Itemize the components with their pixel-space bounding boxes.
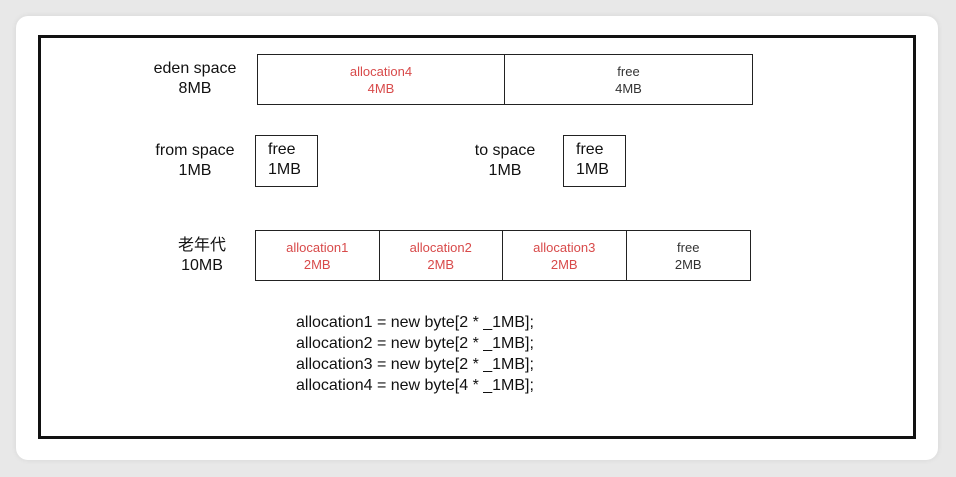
to-space-box-size: 1MB [576, 161, 609, 178]
to-space-label: to space 1MB [458, 141, 552, 181]
from-space-label: from space 1MB [140, 141, 250, 181]
old-gen-cell-size: 2MB [427, 256, 455, 272]
eden-space-bar: allocation4 4MB free 4MB [257, 54, 753, 105]
to-space-box: free 1MB [563, 135, 626, 187]
code-line: allocation3 = new byte[2 * _1MB]; [296, 356, 534, 373]
old-gen-label: 老年代 10MB [160, 236, 244, 276]
old-gen-size: 10MB [181, 257, 223, 274]
old-gen-cell-size: 2MB [303, 256, 331, 272]
eden-cell-size: 4MB [367, 80, 395, 96]
to-space-name: to space [474, 142, 536, 159]
old-gen-cell-label: allocation1 [286, 239, 349, 255]
eden-cell-label: free [617, 63, 640, 79]
from-space-box-label: free [268, 141, 296, 158]
old-gen-cell-allocation3: allocation3 2MB [503, 231, 627, 280]
from-space-name: from space [155, 142, 235, 159]
old-gen-cell-label: free [677, 239, 700, 255]
old-gen-bar: allocation1 2MB allocation2 2MB allocati… [255, 230, 751, 281]
old-gen-name: 老年代 [177, 237, 226, 254]
to-space-size: 1MB [488, 162, 522, 179]
from-space-box-size: 1MB [268, 161, 301, 178]
old-gen-cell-size: 2MB [550, 256, 578, 272]
eden-cell-label: allocation4 [349, 63, 413, 79]
old-gen-cell-label: allocation2 [409, 239, 472, 255]
eden-space-name: eden space [153, 60, 237, 77]
eden-space-label: eden space 8MB [140, 59, 250, 99]
old-gen-cell-allocation1: allocation1 2MB [256, 231, 380, 280]
code-line: allocation4 = new byte[4 * _1MB]; [296, 377, 534, 394]
from-space-size: 1MB [178, 162, 212, 179]
eden-cell-size: 4MB [615, 80, 642, 96]
old-gen-cell-free: free 2MB [627, 231, 751, 280]
eden-space-size: 8MB [178, 80, 212, 97]
allocation-code-block: allocation1 = new byte[2 * _1MB]; alloca… [296, 312, 534, 396]
old-gen-cell-size: 2MB [674, 256, 702, 272]
from-space-box: free 1MB [255, 135, 318, 187]
old-gen-cell-allocation2: allocation2 2MB [380, 231, 503, 280]
eden-cell-free: free 4MB [505, 55, 752, 104]
to-space-box-label: free [576, 141, 604, 158]
code-line: allocation2 = new byte[2 * _1MB]; [296, 335, 534, 352]
eden-cell-allocation4: allocation4 4MB [258, 55, 505, 104]
code-line: allocation1 = new byte[2 * _1MB]; [296, 314, 534, 331]
old-gen-cell-label: allocation3 [533, 239, 596, 255]
